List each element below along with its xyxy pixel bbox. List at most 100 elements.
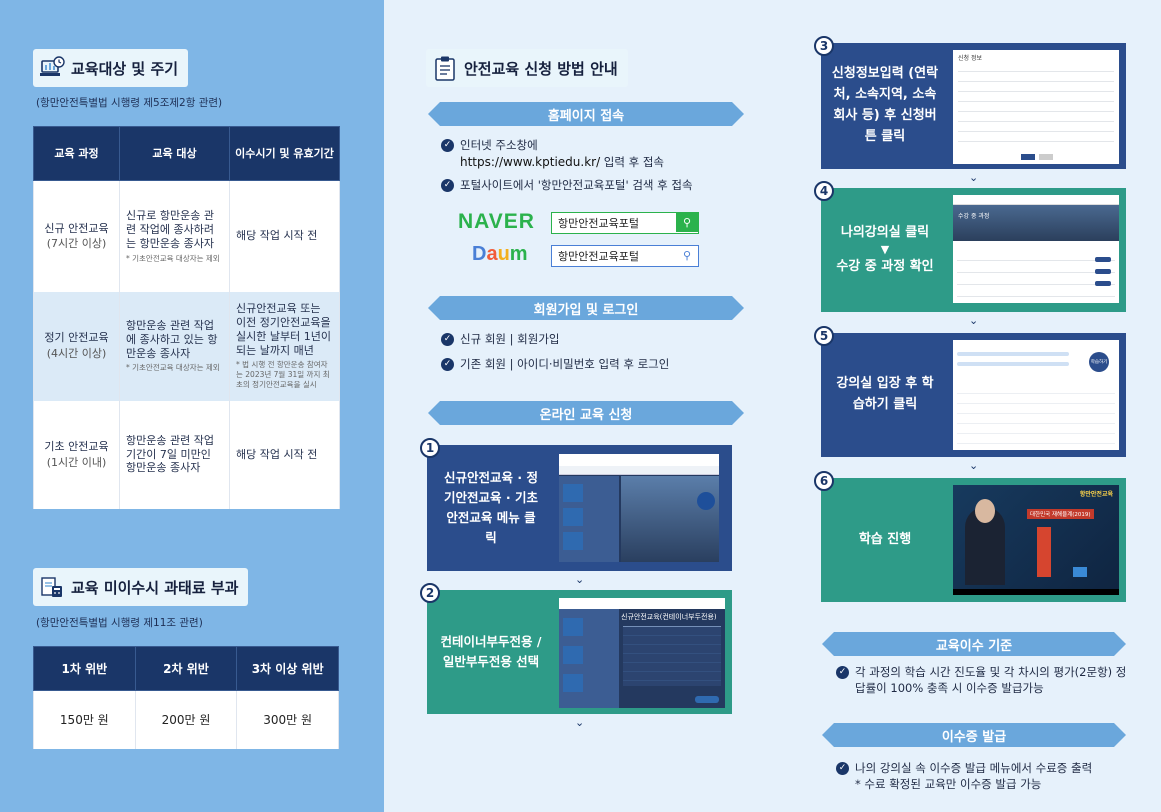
screenshot-heading: 신청 정보	[958, 55, 982, 62]
left-panel: 교육대상 및 주기 (항만안전특별법 시행령 제5조제2항 관련) 교육 과정 …	[0, 0, 384, 812]
table-header: 2차 위반	[134, 646, 238, 691]
step-number: 2	[420, 583, 440, 603]
table-row: 신규 안전교육(7시간 이상) 신규로 항만운송 관련 작업에 종사하려는 항만…	[33, 180, 340, 292]
period-cell: 해당 작업 시작 전	[229, 400, 340, 509]
section-title-application-guide: 안전교육 신청 방법 안내	[426, 49, 628, 87]
section-title-text: 안전교육 신청 방법 안내	[464, 59, 618, 78]
table-header-row: 1차 위반 2차 위반 3차 이상 위반	[33, 646, 339, 691]
screenshot-menu	[559, 454, 719, 562]
step-label: 나의강의실 클릭 ▼ 수강 중 과정 확인	[836, 224, 934, 274]
section-title-education-target: 교육대상 및 주기	[33, 49, 189, 87]
bar-online-apply: 온라인 교육 신청	[428, 401, 744, 425]
table-header-row: 교육 과정 교육 대상 이수시기 및 유효기간	[33, 126, 340, 181]
step-label: 신규안전교육 · 정기안전교육 · 기초안전교육 메뉴 클릭	[444, 470, 538, 545]
table-header: 3차 이상 위반	[236, 646, 339, 691]
right-panel: 신청정보입력 (연락처, 소속지역, 소속회사 등) 후 신청버튼 클릭 신청 …	[806, 0, 1161, 812]
step-3-card: 신청정보입력 (연락처, 소속지역, 소속회사 등) 후 신청버튼 클릭 신청 …	[821, 43, 1126, 169]
bar-certificate: 이수증 발급	[822, 723, 1126, 747]
section-title-text: 교육 미이수시 과태료 부과	[71, 578, 239, 597]
screenshot-lecture-video: 항만안전교육 대한민국 재해율계(2019)	[953, 485, 1119, 595]
chevron-down-icon: ⌄	[969, 171, 979, 184]
screenshot-my-classroom: 수강 중 과정	[953, 195, 1119, 303]
daum-search-input[interactable]: 항만안전교육포털 ⚲	[551, 245, 699, 267]
law-note: (항만안전특별법 시행령 제11조 관련)	[36, 617, 203, 629]
arrow-down-icon: ▼	[880, 243, 890, 257]
check-item: ✓기존 회원 | 아이디·비밀번호 입력 후 로그인	[441, 357, 669, 373]
step-5-card: 강의실 입장 후 학습하기 클릭 학습하기	[821, 333, 1126, 457]
check-item: ✓ 나의 강의실 속 이수증 발급 메뉴에서 수료증 출력* 수료 확정된 교육…	[836, 761, 1136, 792]
penalty-value: 150만 원	[33, 690, 136, 749]
check-icon: ✓	[441, 179, 454, 192]
penalty-table: 1차 위반 2차 위반 3차 이상 위반 150만 원 200만 원 300만 …	[33, 646, 339, 749]
step-label: 학습 진행	[858, 531, 912, 547]
section-title-text: 교육대상 및 주기	[71, 59, 179, 78]
target-cell: 신규로 항만운송 관련 작업에 종사하려는 항만운송 종사자* 기초안전교육 대…	[119, 180, 230, 292]
screenshot-course-select: 신규안전교육(컨테이너부두전용)	[559, 598, 725, 708]
step-number: 6	[814, 471, 834, 491]
penalty-value: 300만 원	[236, 690, 339, 749]
table-row: 정기 안전교육(4시간 이상) 항만운송 관련 작업에 종사하고 있는 항만운송…	[33, 291, 340, 401]
check-item: ✓각 과정의 학습 시간 진도율 및 각 차시의 평가(2문항) 정답률이 10…	[836, 665, 1136, 696]
table-header: 이수시기 및 유효기간	[229, 126, 340, 181]
course-cell: 기초 안전교육(1시간 이내)	[33, 400, 120, 509]
naver-search-input[interactable]: 항만안전교육포털 ⚲	[551, 212, 699, 234]
bar-signup-login: 회원가입 및 로그인	[428, 296, 744, 320]
bar-completion-criteria: 교육이수 기준	[822, 632, 1126, 656]
period-cell: 신규안전교육 또는 이전 정기안전교육을 실시한 날부터 1년이 되는 날까지 …	[229, 291, 340, 401]
screenshot-caption: 대한민국 재해율계(2019)	[1027, 509, 1094, 519]
step-number: 5	[814, 326, 834, 346]
check-item: ✓ 포털사이트에서 '항만안전교육포털' 검색 후 접속	[441, 178, 761, 194]
document-calculator-icon	[39, 574, 65, 600]
step-number: 4	[814, 181, 834, 201]
step-2-card: 컨테이너부두전용 / 일반부두전용 선택 신규안전교육(컨테이너부두전용)	[427, 590, 732, 714]
chevron-down-icon: ⌄	[575, 716, 585, 729]
clipboard-icon	[432, 55, 458, 81]
table-header: 교육 대상	[119, 126, 230, 181]
screenshot-application-form: 신청 정보	[953, 50, 1119, 164]
search-icon[interactable]: ⚲	[676, 213, 698, 232]
screenshot-classroom-entry: 학습하기	[953, 340, 1119, 450]
step-label: 강의실 입장 후 학습하기 클릭	[836, 376, 934, 412]
target-cell: 항만운송 관련 작업에 종사하고 있는 항만운송 종사자* 기초안전교육 대상자…	[119, 291, 230, 401]
table-row: 150만 원 200만 원 300만 원	[33, 690, 339, 749]
step-label: 신청정보입력 (연락처, 소속지역, 소속회사 등) 후 신청버튼 클릭	[831, 66, 939, 144]
law-note: (항만안전특별법 시행령 제5조제2항 관련)	[36, 97, 223, 109]
screenshot-heading: 수강 중 과정	[958, 213, 990, 220]
step-1-card: 신규안전교육 · 정기안전교육 · 기초안전교육 메뉴 클릭	[427, 445, 732, 571]
table-row: 기초 안전교육(1시간 이내) 항만운송 관련 작업 기간이 7일 미만인 항만…	[33, 400, 340, 509]
step-number: 1	[420, 438, 440, 458]
step-4-card: 나의강의실 클릭 ▼ 수강 중 과정 확인 수강 중 과정	[821, 188, 1126, 312]
section-title-penalty: 교육 미이수시 과태료 부과	[33, 568, 249, 606]
table-header: 1차 위반	[33, 646, 136, 691]
check-icon: ✓	[836, 666, 849, 679]
site-url: https://www.kptiedu.kr/	[460, 154, 601, 169]
check-icon: ✓	[441, 139, 454, 152]
check-icon: ✓	[836, 762, 849, 775]
table-header: 교육 과정	[33, 126, 120, 181]
study-button[interactable]: 학습하기	[1089, 352, 1109, 372]
check-item: ✓신규 회원 | 회원가입	[441, 332, 559, 348]
step-number: 3	[814, 36, 834, 56]
chevron-down-icon: ⌄	[969, 314, 979, 327]
course-cell: 정기 안전교육(4시간 이상)	[33, 291, 120, 401]
education-target-table: 교육 과정 교육 대상 이수시기 및 유효기간 신규 안전교육(7시간 이상) …	[33, 126, 340, 509]
daum-logo: Daum	[472, 243, 528, 265]
period-cell: 해당 작업 시작 전	[229, 180, 340, 292]
check-icon: ✓	[441, 358, 454, 371]
naver-logo: NAVER	[458, 210, 535, 233]
step-label: 컨테이너부두전용 / 일반부두전용 선택	[440, 634, 542, 669]
bar-homepage: 홈페이지 접속	[428, 102, 744, 126]
target-cell: 항만운송 관련 작업 기간이 7일 미만인 항만운송 종사자	[119, 400, 230, 509]
search-icon[interactable]: ⚲	[676, 246, 698, 265]
screenshot-heading: 신규안전교육(컨테이너부두전용)	[621, 613, 717, 621]
screenshot-banner: 항만안전교육	[1079, 491, 1113, 498]
course-cell: 신규 안전교육(7시간 이상)	[33, 180, 120, 292]
step-6-card: 학습 진행 항만안전교육 대한민국 재해율계(2019)	[821, 478, 1126, 602]
laptop-clock-icon	[39, 55, 65, 81]
chevron-down-icon: ⌄	[969, 459, 979, 472]
penalty-value: 200만 원	[134, 690, 238, 749]
check-icon: ✓	[441, 333, 454, 346]
chevron-down-icon: ⌄	[575, 573, 585, 586]
